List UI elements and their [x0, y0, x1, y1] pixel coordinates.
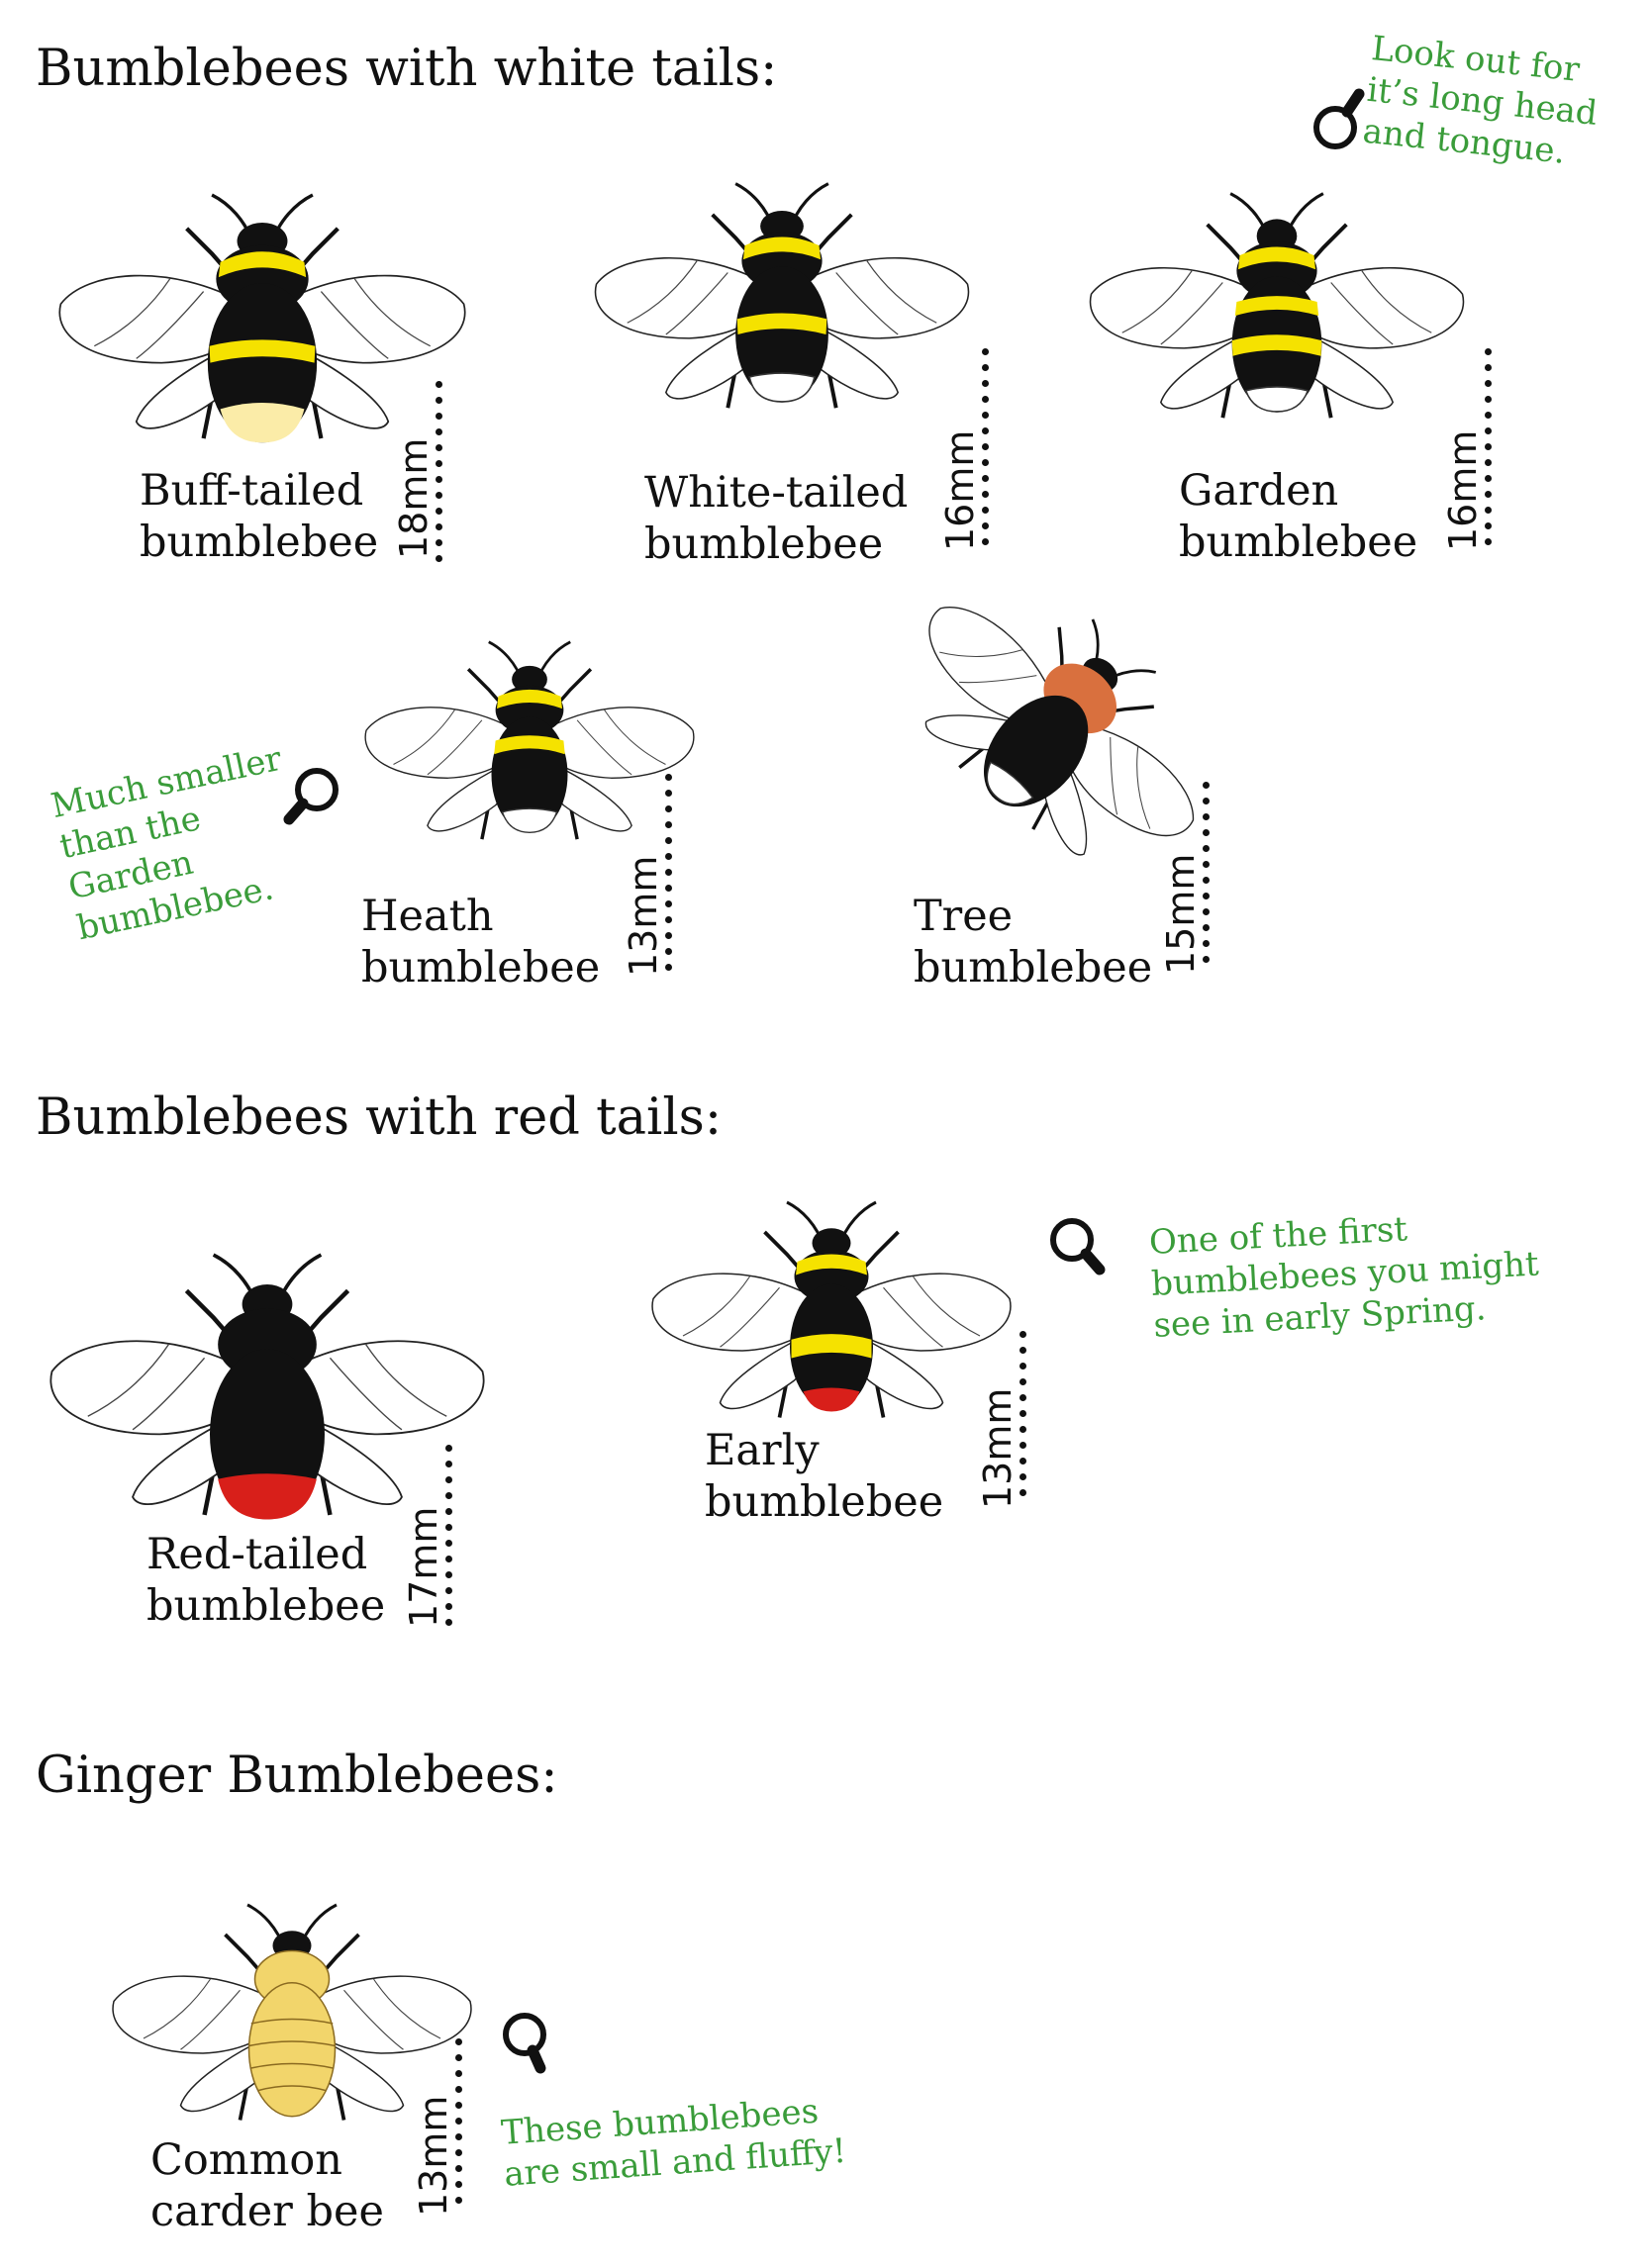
- size-label: 16mm: [1441, 429, 1485, 551]
- bee-name-white-tailed: White-tailed bumblebee: [644, 467, 908, 570]
- bee-name-red-tailed: Red-tailed bumblebee: [146, 1529, 385, 1632]
- magnifier-icon: [283, 768, 339, 825]
- buff-tailed-bumblebee-illustration: [20, 178, 505, 455]
- bee-name-line2: bumblebee: [914, 943, 1153, 992]
- bee-name-tree: Tree bumblebee: [914, 891, 1152, 993]
- bee-name-line2: carder bee: [150, 2187, 384, 2236]
- size-dots: [982, 348, 990, 554]
- size-scale-early: 13mm: [976, 1331, 1039, 1509]
- size-dots: [445, 1445, 453, 1635]
- bee-name-line2: bumblebee: [146, 1581, 386, 1631]
- bee-name-line1: Garden: [1179, 466, 1339, 516]
- note-common-carder: These bumblebees are small and fluffy!: [500, 2089, 847, 2196]
- size-dots: [665, 774, 673, 980]
- bee-name-line1: White-tailed: [644, 468, 909, 518]
- bee-name-early: Early bumblebee: [705, 1425, 943, 1528]
- bee-name-line2: bumblebee: [140, 518, 379, 567]
- size-scale-heath: 13mm: [622, 774, 685, 980]
- magnifier-icon: [1050, 1218, 1106, 1276]
- tree-bumblebee-illustration: [873, 589, 1217, 899]
- bee-name-line1: Early: [705, 1426, 820, 1475]
- size-label: 17mm: [402, 1506, 445, 1628]
- white-tailed-bumblebee-illustration: [574, 168, 990, 416]
- size-scale-common-carder: 13mm: [412, 2038, 475, 2217]
- note-garden: Look out for it’s long head and tongue.: [1361, 28, 1603, 176]
- note-heath: Much smaller than the Garden bumblebee.: [48, 738, 311, 950]
- common-carder-bee-illustration: [109, 1890, 475, 2127]
- size-dots: [1203, 782, 1211, 972]
- size-label: 13mm: [976, 1387, 1019, 1509]
- section-heading-white-tails: Bumblebees with white tails:: [36, 40, 778, 98]
- section-heading-ginger: Ginger Bumblebees:: [36, 1747, 558, 1805]
- bee-name-line2: bumblebee: [644, 520, 884, 569]
- size-scale-tree: 15mm: [1159, 782, 1222, 975]
- bee-name-line1: Buff-tailed: [140, 466, 364, 516]
- section-heading-red-tails: Bumblebees with red tails:: [36, 1088, 723, 1147]
- size-label: 16mm: [938, 429, 982, 551]
- size-scale-garden: 16mm: [1441, 348, 1504, 554]
- size-label: 13mm: [622, 855, 665, 977]
- bee-name-buff-tailed: Buff-tailed bumblebee: [140, 465, 378, 568]
- heath-bumblebee-illustration: [351, 628, 708, 846]
- size-scale-buff-tailed: 18mm: [392, 381, 455, 562]
- bee-name-line2: bumblebee: [361, 943, 601, 992]
- bee-name-line1: Red-tailed: [146, 1530, 368, 1579]
- size-scale-white-tailed: 16mm: [938, 348, 1002, 554]
- bee-name-common-carder: Common carder bee: [150, 2134, 384, 2237]
- size-dots: [436, 381, 443, 571]
- red-tailed-bumblebee-illustration: [35, 1237, 500, 1524]
- garden-bumblebee-illustration: [1064, 178, 1490, 425]
- size-scale-red-tailed: 17mm: [402, 1445, 465, 1628]
- note-early: One of the first bumblebees you might se…: [1148, 1201, 1542, 1346]
- bee-name-line2: bumblebee: [1179, 518, 1418, 567]
- size-dots: [455, 2038, 463, 2213]
- size-dots: [1485, 348, 1493, 554]
- bee-name-line1: Common: [150, 2135, 342, 2185]
- bee-name-line1: Heath: [361, 892, 494, 941]
- bee-name-heath: Heath bumblebee: [361, 891, 600, 993]
- size-label: 13mm: [412, 2095, 455, 2217]
- magnifier-icon: [1313, 88, 1365, 149]
- early-bumblebee-illustration: [643, 1187, 1019, 1425]
- size-dots: [1019, 1331, 1027, 1505]
- bee-name-garden: Garden bumblebee: [1179, 465, 1417, 568]
- magnifier-icon: [503, 2013, 546, 2074]
- size-label: 18mm: [392, 437, 436, 559]
- bee-name-line2: bumblebee: [705, 1477, 944, 1527]
- bee-name-line1: Tree: [914, 892, 1014, 941]
- size-label: 15mm: [1159, 853, 1203, 975]
